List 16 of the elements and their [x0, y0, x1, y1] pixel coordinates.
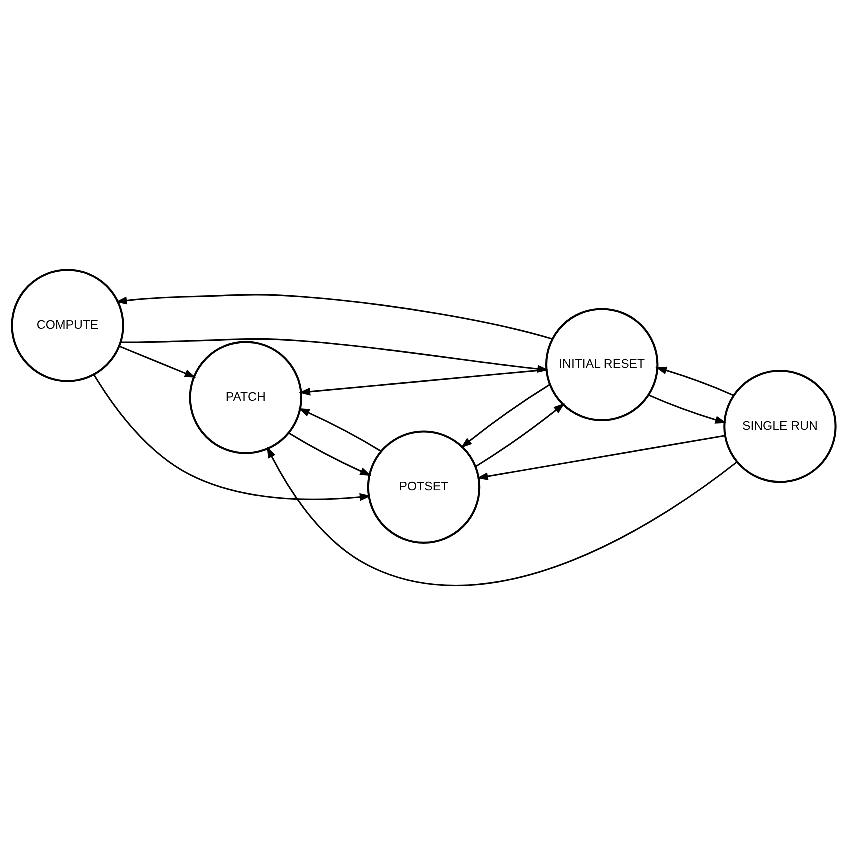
node-circle: POTSET [367, 430, 481, 544]
arrow [119, 346, 196, 378]
arrow [94, 374, 372, 502]
arrow [656, 366, 734, 396]
node-circle: SINGLE RUN [724, 370, 837, 484]
arrow [460, 384, 550, 448]
arrow [476, 403, 565, 468]
arrow [298, 408, 382, 452]
node-circle: INITIAL RESET [545, 308, 659, 422]
arrow [476, 435, 726, 480]
node-circle: PATCH [189, 341, 303, 454]
arrow [648, 394, 727, 424]
arrow [266, 446, 738, 586]
arrow [116, 294, 553, 340]
node-circle: COMPUTE [11, 269, 124, 382]
arrow [288, 432, 372, 476]
